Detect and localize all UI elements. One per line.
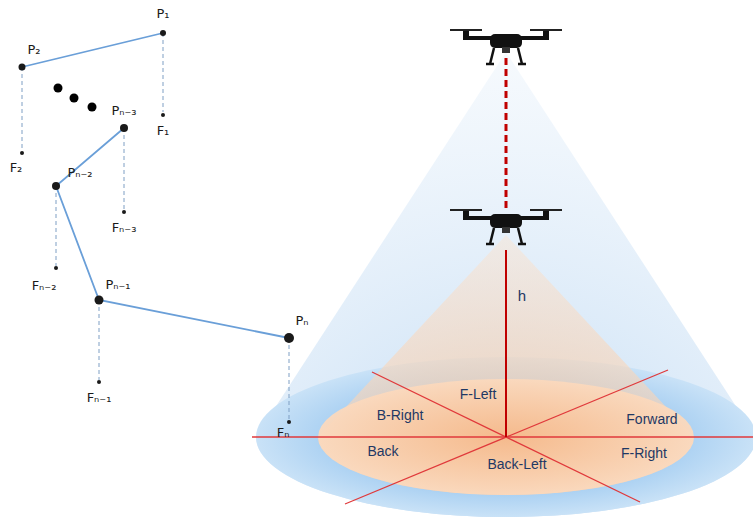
sector-label: B-Right (377, 408, 424, 423)
foot-label: Fₙ₋₂ (32, 279, 57, 293)
point-label: P₂ (27, 43, 40, 57)
point-label: Pₙ₋₂ (67, 166, 92, 180)
point-label: P₁ (156, 7, 169, 21)
foot-label: F₂ (10, 161, 23, 175)
point-label: Pₙ (295, 314, 308, 328)
sector-label: Forward (626, 412, 677, 427)
sensor-cone (256, 52, 753, 517)
foot-label: Fₙ (277, 426, 290, 440)
foot-label: Fₙ₋₁ (87, 391, 112, 405)
drone-icon (450, 30, 562, 64)
foot-label: F₁ (157, 124, 170, 138)
flight-path (22, 33, 289, 338)
projection-lines (22, 33, 289, 420)
sector-label: F-Right (621, 446, 667, 461)
dashed-height (505, 58, 508, 212)
ellipsis-dots (54, 84, 97, 112)
sector-label: Back (367, 444, 398, 459)
sensor-cone (318, 235, 694, 495)
waypoint-dots (19, 30, 295, 424)
point-label: Pₙ₋₁ (105, 278, 130, 292)
foot-label: Fₙ₋₃ (112, 221, 137, 235)
sector-label: F-Left (460, 387, 497, 402)
height-label: h (518, 288, 526, 305)
point-label: Pₙ₋₃ (111, 104, 136, 118)
drone-icon (450, 210, 562, 244)
height-line (505, 250, 507, 437)
sector-lines (252, 370, 753, 504)
sector-label: Back-Left (487, 457, 546, 472)
